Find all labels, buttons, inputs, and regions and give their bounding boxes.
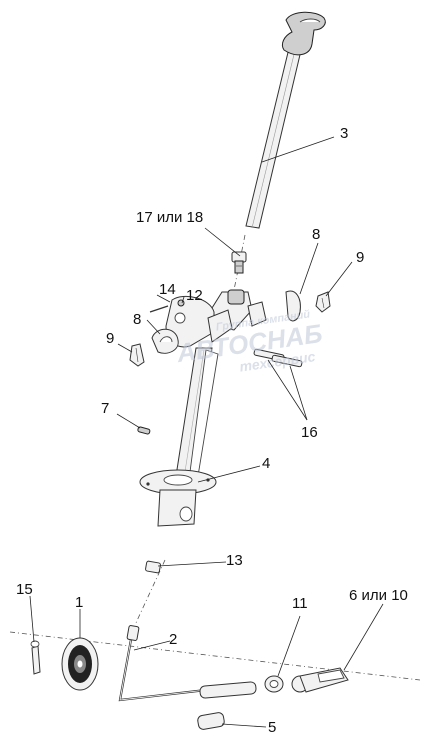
callout-9-left: 9: [106, 330, 114, 347]
spring-clip-part-9-left: [129, 343, 145, 367]
leader-lines: [29, 136, 384, 728]
callout-1: 1: [75, 594, 83, 611]
nut-part-11: [264, 675, 284, 693]
pulley-part-1: [61, 637, 99, 691]
fork-end-part-6-10: [291, 667, 349, 693]
spring-clip-part-9-right: [315, 291, 331, 313]
callout-4: 4: [262, 455, 270, 472]
tube-part-5: [197, 712, 225, 730]
callout-11: 11: [292, 595, 308, 612]
callout-2: 2: [169, 631, 177, 648]
callout-12: 12: [186, 287, 203, 304]
callout-7: 7: [101, 400, 109, 417]
watermark: Группа компаний АВТОСНАБ техсервис: [174, 308, 324, 374]
callout-5: 5: [268, 719, 276, 736]
callout-13: 13: [226, 552, 243, 569]
plate-part-8-right: [285, 290, 301, 322]
callout-9-right: 9: [356, 249, 364, 266]
callout-8-left: 8: [133, 311, 141, 328]
sleeve-part-13: [145, 560, 161, 574]
callout-15: 15: [16, 581, 33, 598]
pins-part-16: [253, 348, 303, 368]
pin-part-7: [137, 426, 151, 435]
lever-column-part-4: [139, 289, 267, 527]
callout-17-18: 17 или 18: [136, 209, 203, 226]
callout-6-10: 6 или 10: [349, 587, 408, 604]
lever-rod-part-3: [245, 11, 326, 229]
cable-part-2: [118, 625, 257, 702]
callout-16: 16: [301, 424, 318, 441]
split-pin-part-15: [30, 640, 41, 675]
grease-fitting-part-17-18: [231, 251, 247, 274]
centre-lines: [9, 234, 421, 681]
callout-3: 3: [340, 125, 348, 142]
callout-labels: 3 17 или 18 8 9 14 12 8 9 7 16 4 13 15 1…: [16, 125, 408, 736]
callout-8-right: 8: [312, 226, 320, 243]
callout-14: 14: [159, 281, 176, 298]
